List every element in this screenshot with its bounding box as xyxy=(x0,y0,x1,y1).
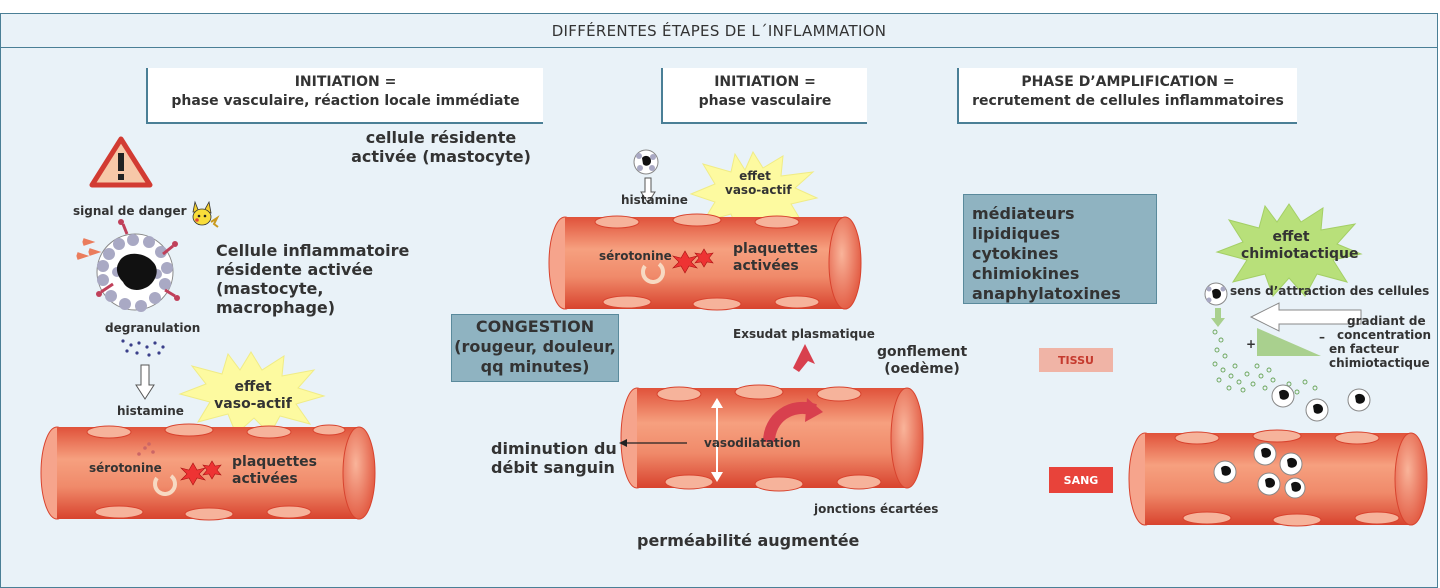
degranulation-label: degranulation xyxy=(105,321,201,335)
panel2-header-line2: phase vasculaire xyxy=(698,93,832,109)
attraction-label: sens d’attraction des cellules xyxy=(1230,284,1430,298)
gradient-label: gradiant de concentration en facteur chi… xyxy=(1329,314,1431,370)
congestion-box: CONGESTION (rougeur, douleur, qq minutes… xyxy=(451,314,619,382)
mast-cell-small-icon xyxy=(633,149,659,175)
serotonin-label-1: sérotonine xyxy=(89,461,162,475)
leukocyte-icon xyxy=(1204,282,1228,306)
gradient-triangle xyxy=(1257,328,1321,356)
blood-vessel-3 xyxy=(620,384,924,492)
panel1-header-line2: phase vasculaire, réaction locale immédi… xyxy=(171,93,520,109)
effect2-line1: effet xyxy=(739,169,771,183)
histamine-arrow-icon-2 xyxy=(640,177,656,204)
swelling-label: gonflement (oedème) xyxy=(877,344,967,378)
warning-triangle-icon xyxy=(89,136,153,188)
panel3-header: PHASE D’AMPLIFICATION = recrutement de c… xyxy=(957,68,1297,124)
cell-label-line3: (mastocyte, xyxy=(216,279,324,298)
down-arrow-icon xyxy=(1211,308,1225,327)
pikachu-icon xyxy=(192,200,220,228)
resident-label-line2: activée (mastocyte) xyxy=(351,147,531,166)
permeability-label: perméabilité augmentée xyxy=(637,531,860,550)
congestion-line1: CONGESTION xyxy=(475,317,595,336)
congestion-line2: (rougeur, douleur, xyxy=(454,337,616,356)
resident-cell-label: cellule résidente activée (mastocyte) xyxy=(326,128,556,166)
chemotactic-starburst xyxy=(1215,203,1363,297)
platelets2-line2: activées xyxy=(733,258,799,274)
gradient-line4: chimiotactique xyxy=(1329,356,1430,370)
vasodilation-label: vasodilatation xyxy=(704,436,801,450)
page-title: DIFFÉRENTES ÉTAPES DE L´INFLAMMATION xyxy=(1,14,1437,48)
histamine-arrow-icon xyxy=(135,364,155,400)
exudate-label: Exsudat plasmatique xyxy=(733,327,875,341)
flow-arrow-icon xyxy=(619,439,687,447)
mediators-box: médiateurs lipidiques cytokines chimioki… xyxy=(963,194,1157,304)
gradient-line3: en facteur xyxy=(1329,342,1399,356)
effect2-line2: vaso-actif xyxy=(725,183,792,197)
panel1-header: INITIATION = phase vasculaire, réaction … xyxy=(146,68,543,124)
cell-label-line1: Cellule inflammatoire xyxy=(216,241,410,260)
mediator-item: chimiokines xyxy=(972,264,1080,283)
blood-vessel-4 xyxy=(1128,429,1428,527)
mediator-item: anaphylatoxines xyxy=(972,284,1121,303)
mediator-item: cytokines xyxy=(972,244,1059,263)
effect3-line2: chimiotactique xyxy=(1241,246,1359,262)
cell-label-line2: résidente activée xyxy=(216,260,374,279)
panel3-header-line1: PHASE D’AMPLIFICATION = xyxy=(1021,74,1235,90)
effect1-line2: vaso-actif xyxy=(214,396,292,412)
attraction-arrow-icon xyxy=(1249,302,1362,332)
vasoactive-effect-label-1: effet vaso-actif xyxy=(213,379,293,413)
cell-label-line4: macrophage) xyxy=(216,298,336,317)
effect1-line1: effet xyxy=(234,379,272,395)
chemotactic-effect-label: effet chimiotactique xyxy=(1241,229,1359,263)
platelets1-line1: plaquettes xyxy=(232,454,317,470)
serotonin-label-2: sérotonine xyxy=(599,249,672,263)
panel3-header-line2: recrutement de cellules inflammatoires xyxy=(972,93,1284,109)
flow-line2: débit sanguin xyxy=(491,458,615,477)
junctions-label: jonctions écartées xyxy=(814,502,939,516)
granules-icon xyxy=(121,339,165,357)
histamine-label-1: histamine xyxy=(117,404,184,418)
panel1-header-line1: INITIATION = xyxy=(294,74,397,90)
vasoactive-effect-label-2: effet vaso-actif xyxy=(725,169,792,197)
histamine-label-2: histamine xyxy=(621,193,688,207)
panel2-header-line1: INITIATION = xyxy=(714,74,816,90)
flow-decrease-label: diminution du débit sanguin xyxy=(491,439,617,477)
diagram-frame: DIFFÉRENTES ÉTAPES DE L´INFLAMMATION INI… xyxy=(0,13,1438,588)
platelets-label-1: plaquettes activées xyxy=(232,454,317,488)
swelling-line1: gonflement xyxy=(877,344,968,360)
panel2-header: INITIATION = phase vasculaire xyxy=(661,68,867,124)
platelets-label-2: plaquettes activées xyxy=(733,241,818,275)
platelets2-line1: plaquettes xyxy=(733,241,818,257)
minus-sign: – xyxy=(1319,330,1325,344)
swelling-line2: (oedème) xyxy=(884,361,960,377)
tissue-tag: TISSU xyxy=(1039,348,1113,372)
blood-tag: SANG xyxy=(1049,467,1113,493)
platelets1-line2: activées xyxy=(232,471,298,487)
vasoactive-starburst-1 xyxy=(178,351,326,435)
exudate-arrow-icon xyxy=(793,344,815,372)
plus-sign: + xyxy=(1246,337,1257,351)
congestion-line3: qq minutes) xyxy=(480,357,590,376)
inflammatory-cell-label: Cellule inflammatoire résidente activée … xyxy=(216,241,409,317)
flow-line1: diminution du xyxy=(491,439,617,458)
resident-label-line1: cellule résidente xyxy=(365,128,517,147)
effect3-line1: effet xyxy=(1272,229,1310,245)
mediator-item: médiateurs lipidiques xyxy=(972,204,1075,243)
danger-signal-label: signal de danger xyxy=(73,204,187,218)
mast-cell-icon xyxy=(76,219,180,312)
blood-vessel-2 xyxy=(548,213,862,311)
gradient-line1: gradiant de xyxy=(1347,314,1426,328)
chemokine-dots xyxy=(1212,329,1371,422)
gradient-line2: concentration xyxy=(1337,328,1432,342)
blood-vessel-1 xyxy=(40,423,376,521)
